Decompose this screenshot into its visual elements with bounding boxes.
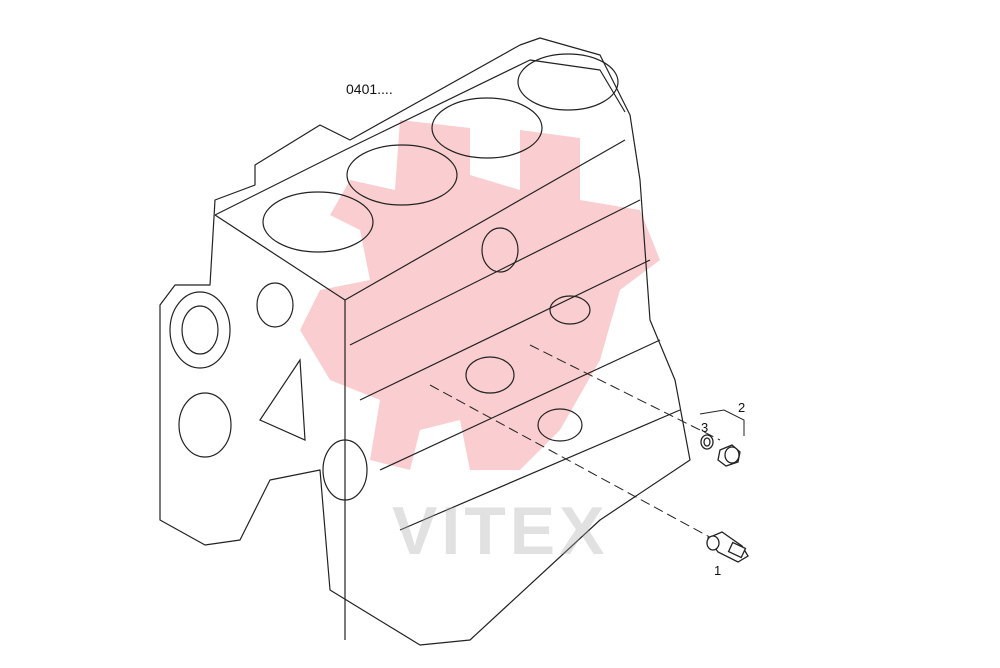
watermark-logo <box>300 120 660 470</box>
cylinder-bore-3 <box>431 97 543 159</box>
assembly-leader-lines <box>429 344 721 541</box>
reference-code-label: 0401.... <box>346 81 393 97</box>
cylinder-bore-1 <box>262 191 374 253</box>
cylinder-bore-4 <box>517 53 619 111</box>
callout-1: 1 <box>714 563 722 578</box>
engine-block <box>159 37 691 646</box>
part-pressure-sensor <box>706 531 749 563</box>
callout-2: 2 <box>738 400 746 415</box>
watermark-text: VITEX <box>392 493 609 569</box>
cylinder-bores <box>262 53 619 253</box>
part-o-ring <box>700 434 714 450</box>
front-openings <box>169 227 591 501</box>
cylinder-bore-2 <box>346 144 458 206</box>
part-plug <box>717 444 741 467</box>
callout-bracket-2 <box>699 409 745 436</box>
callout-3: 3 <box>701 420 709 435</box>
